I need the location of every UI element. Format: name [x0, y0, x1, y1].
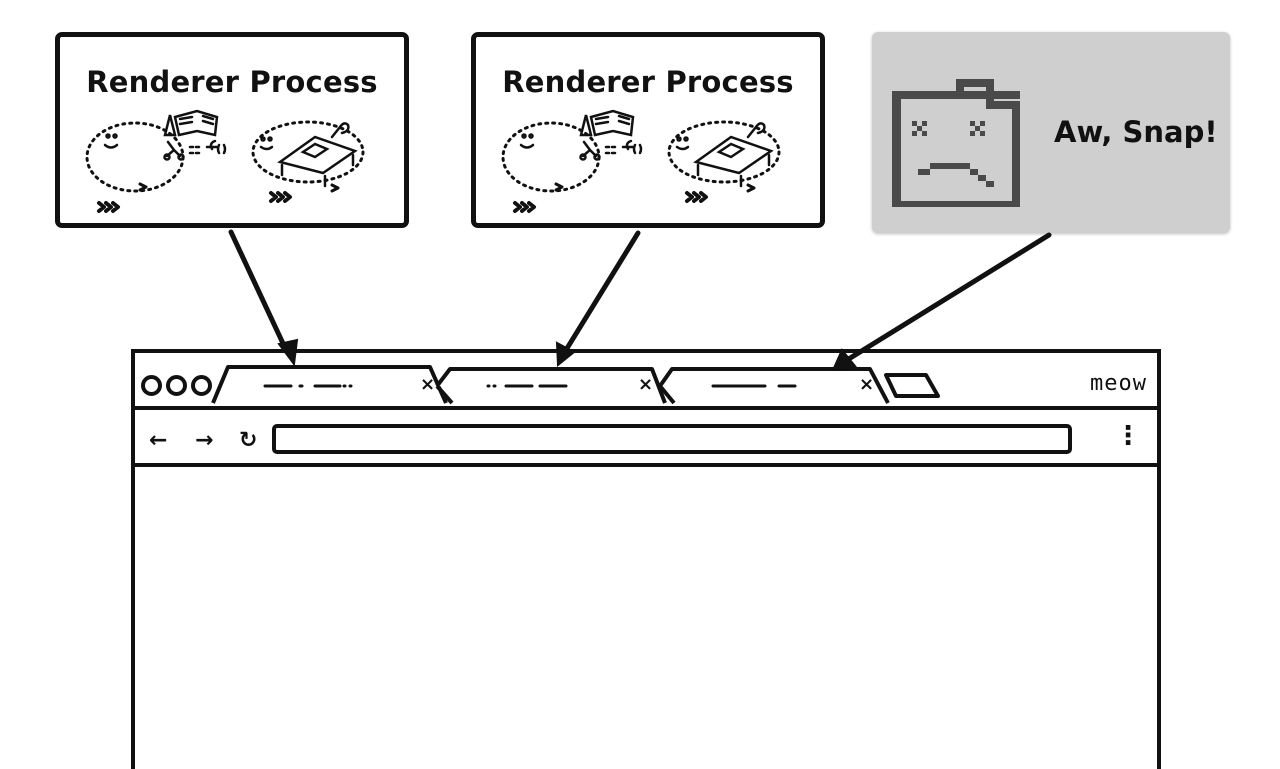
profile-name[interactable]: meow — [1090, 371, 1147, 396]
close-window-button[interactable] — [141, 375, 162, 396]
back-button[interactable]: ← — [149, 428, 168, 453]
tab-strip-divider — [135, 406, 1157, 410]
arrows — [228, 229, 1052, 370]
renderer-process-title: Renderer Process — [86, 65, 378, 99]
forward-button[interactable]: → — [195, 428, 214, 453]
minimize-window-button[interactable] — [166, 375, 187, 396]
renderer-process-illustration — [501, 109, 781, 213]
address-bar[interactable] — [272, 424, 1072, 454]
tab-close-icon[interactable]: × — [859, 374, 875, 395]
renderer-process-box-1: Renderer Process — [55, 32, 409, 228]
maximize-window-button[interactable] — [191, 375, 212, 396]
toolbar-divider — [135, 463, 1157, 467]
sad-tab-icon — [892, 79, 1020, 207]
window-controls — [141, 375, 212, 396]
renderer-process-title: Renderer Process — [502, 65, 794, 99]
menu-button[interactable]: ⋮ — [1115, 421, 1141, 451]
crash-message: Aw, Snap! — [1054, 115, 1218, 149]
browser-window: meow ← → ↻ ⋮ — [131, 349, 1161, 769]
renderer-process-box-2: Renderer Process — [471, 32, 825, 228]
crashed-tab-box: Aw, Snap! — [872, 32, 1230, 233]
reload-button[interactable]: ↻ — [239, 428, 258, 453]
tab-close-icon[interactable]: × — [638, 374, 654, 395]
renderer-process-illustration — [85, 109, 365, 213]
tab-close-icon[interactable]: × — [420, 374, 436, 395]
